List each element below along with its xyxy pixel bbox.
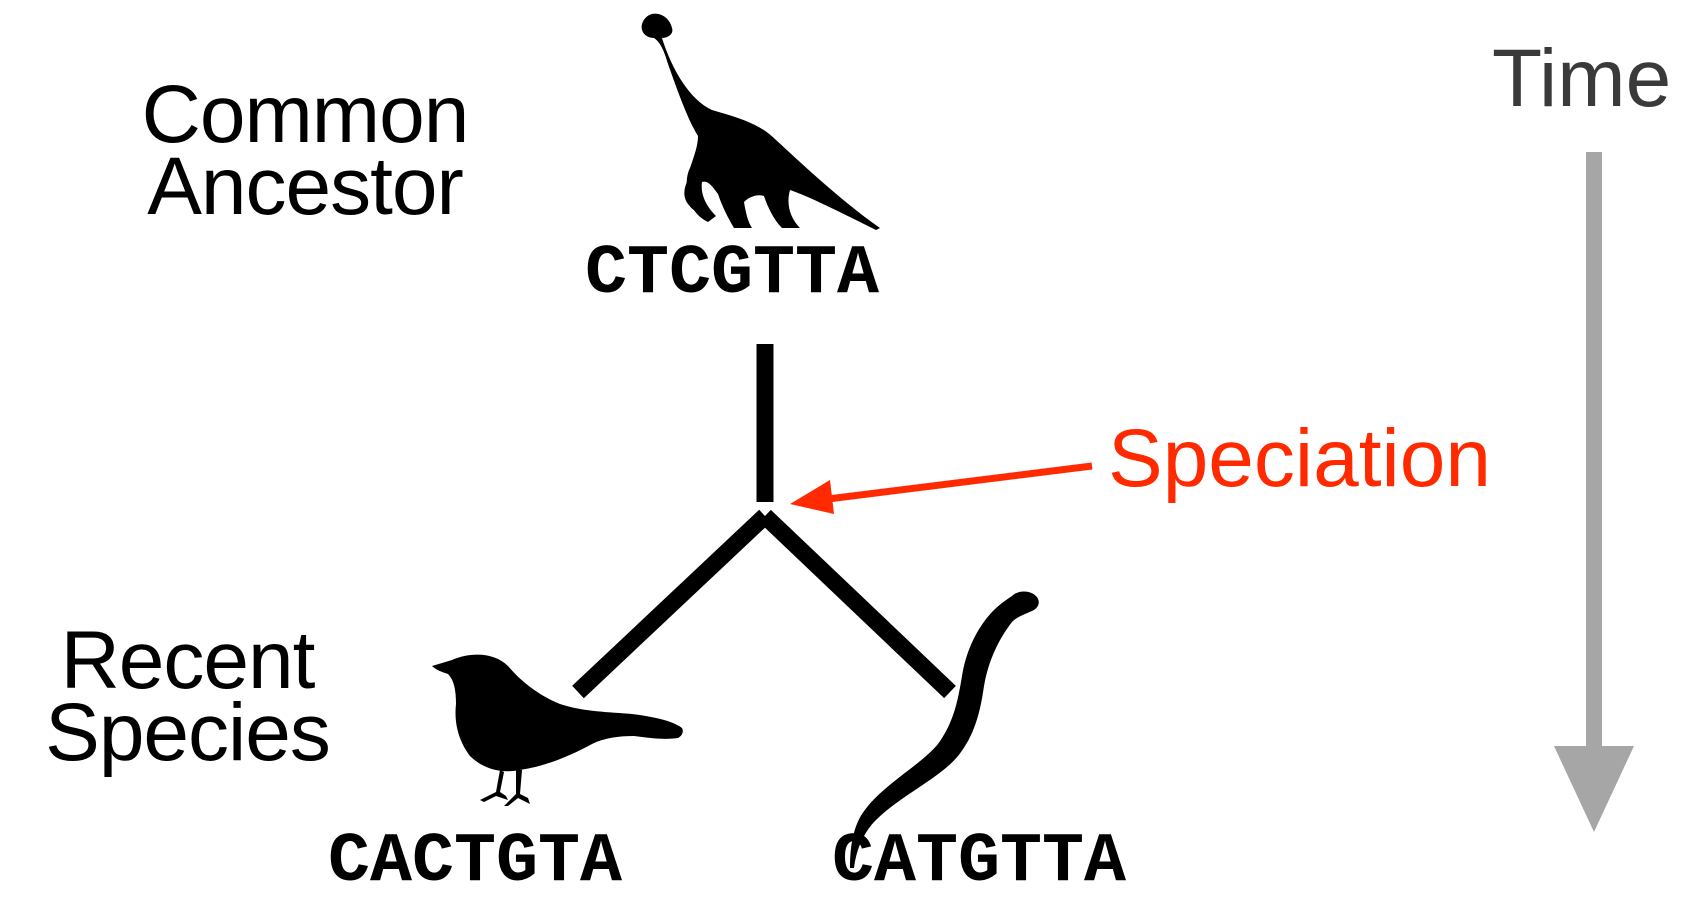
common-ancestor-line-1: Common bbox=[141, 69, 470, 160]
ancestor-sequence: CTCGTTA bbox=[585, 235, 880, 314]
dinosaur-icon bbox=[641, 13, 880, 231]
speciation-arrow bbox=[790, 462, 1093, 514]
tree-branch-left bbox=[572, 509, 771, 699]
recent-species-line-2: Species bbox=[45, 687, 331, 778]
time-arrow bbox=[1554, 152, 1634, 832]
tree-branch-right bbox=[759, 509, 956, 699]
time-label: Time bbox=[1492, 33, 1672, 124]
recent-species-line-1: Recent bbox=[60, 615, 316, 706]
snake-icon bbox=[850, 591, 1039, 868]
snake-sequence: CATGTTA bbox=[832, 823, 1127, 902]
common-ancestor-label: Common Ancestor bbox=[110, 69, 500, 232]
common-ancestor-line-2: Ancestor bbox=[147, 141, 464, 232]
bird-sequence: CACTGTA bbox=[328, 823, 623, 902]
speciation-label: Speciation bbox=[1108, 413, 1491, 504]
recent-species-label: Recent Species bbox=[10, 615, 365, 778]
bird-icon bbox=[432, 654, 683, 806]
